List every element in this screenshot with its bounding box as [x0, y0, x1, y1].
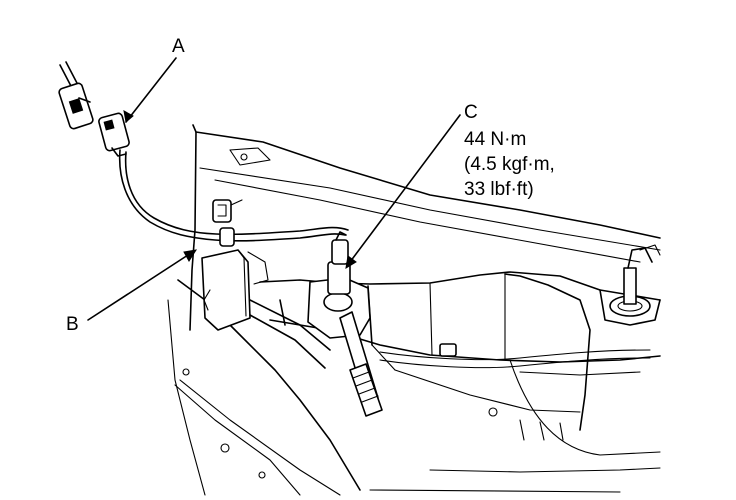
harness-bracket	[212, 199, 243, 223]
torque-lbf-feet: 33 lbf·ft)	[464, 179, 534, 200]
sensor-harness	[118, 149, 349, 247]
callout-a-label: A	[172, 36, 185, 57]
torque-newton-meters: 44 N·m	[464, 129, 526, 150]
sensor-connector	[58, 61, 130, 157]
exhaust-assembly	[259, 244, 661, 456]
harness-clamp	[219, 227, 235, 247]
callout-b-label: B	[66, 314, 79, 335]
leader-lines	[87, 57, 461, 321]
leader-c	[349, 114, 461, 263]
leader-a	[125, 57, 177, 123]
callout-c-label: C	[464, 102, 478, 123]
leader-b	[87, 254, 189, 321]
sensor-socket-tool	[339, 311, 383, 417]
torque-kgf-meters: (4.5 kgf·m,	[464, 154, 555, 175]
